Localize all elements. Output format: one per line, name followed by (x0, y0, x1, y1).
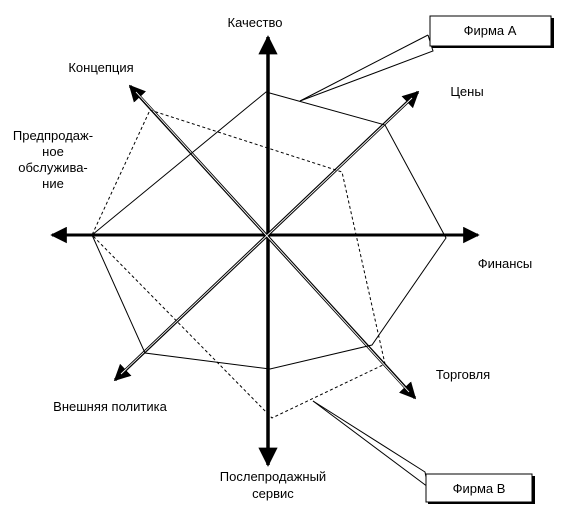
label-finance: Финансы (478, 256, 533, 271)
callout-firm-b: Фирма В (425, 473, 535, 504)
legend-firm-b: Фирма В (453, 481, 506, 496)
leader-firm-a-2 (299, 34, 429, 102)
label-external-policy: Внешняя политика (53, 399, 167, 414)
label-after-sales-line2: сервис (252, 486, 294, 501)
axis-labels: Качество Цены Финансы Торговля Послепрод… (13, 15, 532, 501)
callout-leaders (299, 34, 434, 488)
profile-firm-b (91, 109, 386, 419)
label-after-sales-line1: Послепродажный (220, 469, 326, 484)
callout-firm-a: Фирма А (429, 15, 554, 48)
label-pre-sales-line1: Предпродаж- (13, 128, 93, 143)
label-pre-sales-line4: ние (42, 176, 64, 191)
label-concept: Концепция (68, 60, 133, 75)
label-prices: Цены (450, 84, 483, 99)
label-quality: Качество (228, 15, 283, 30)
label-trade: Торговля (436, 367, 490, 382)
leader-firm-b-2 (312, 400, 429, 488)
profile-firm-a (91, 91, 447, 370)
label-pre-sales-line3: обслужива- (18, 160, 88, 175)
legend-firm-a: Фирма А (464, 23, 517, 38)
label-pre-sales-line2: ное (42, 144, 64, 159)
